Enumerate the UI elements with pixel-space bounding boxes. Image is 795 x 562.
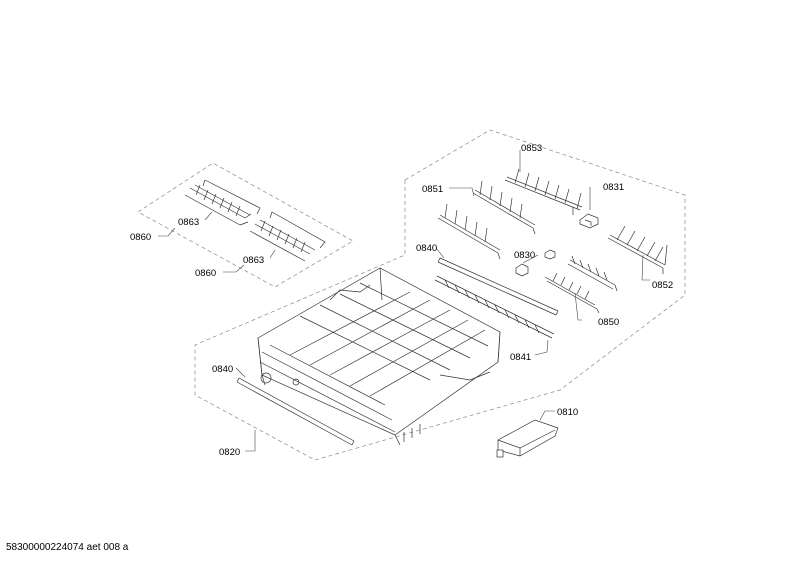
label-0852: 0852	[652, 280, 673, 291]
label-0853: 0853	[521, 143, 542, 154]
label-0863-upper: 0863	[178, 217, 199, 228]
label-0850: 0850	[598, 317, 619, 328]
part-0850-tine-racks	[544, 255, 618, 314]
part-0810-cover	[496, 419, 559, 458]
part-0831-clip	[579, 213, 599, 229]
part-labels: 0853 0851 0831 0840 0830 0852 0850 0841 …	[130, 143, 673, 458]
label-0820: 0820	[219, 447, 240, 458]
label-0830: 0830	[514, 250, 535, 261]
part-0840-rail-lower	[236, 377, 355, 446]
part-0852-tine-rack	[607, 225, 668, 274]
part-0830-clip-2	[544, 249, 556, 260]
outline-main-assembly	[194, 129, 686, 461]
label-0860-upper: 0860	[130, 232, 151, 243]
label-0851: 0851	[422, 184, 443, 195]
outline-small-racks	[137, 162, 354, 288]
label-0863-lower: 0863	[243, 255, 264, 266]
small-rack-0863-lower	[249, 211, 326, 262]
part-0853-tine-rack	[504, 168, 583, 215]
label-0831: 0831	[603, 182, 624, 193]
label-0860-lower: 0860	[195, 268, 216, 279]
main-basket-0820	[257, 267, 501, 446]
label-0840-lower: 0840	[212, 364, 233, 375]
group-outlines	[137, 129, 686, 461]
small-rack-0863-upper	[184, 179, 261, 226]
part-0841-tine-rail	[434, 275, 555, 339]
label-0810: 0810	[557, 407, 578, 418]
leader-lines	[158, 150, 650, 452]
part-0830-clip	[515, 263, 529, 277]
label-0840-upper: 0840	[416, 243, 437, 254]
drawing-id-footer: 58300000224074 aet 008 a	[6, 542, 129, 553]
label-0841: 0841	[510, 352, 531, 363]
part-0851-tine-racks	[437, 180, 536, 260]
part-0840-rail-upper	[437, 257, 559, 316]
